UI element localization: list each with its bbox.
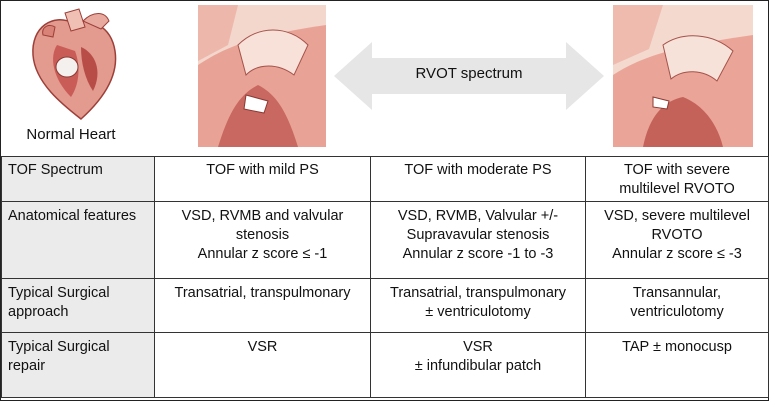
table-row: Anatomical features VSD, RVMB and valvul…	[1, 201, 769, 279]
row-label-repair: Typical Surgical repair	[1, 332, 155, 398]
table-cell: Transannular, ventriculotomy	[585, 278, 769, 333]
table-cell: VSD, RVMB and valvular stenosis Annular …	[154, 201, 371, 279]
header-cell-mild: TOF with mild PS	[154, 156, 371, 202]
header-cell-severe: TOF with severe multilevel RVOTO	[585, 156, 769, 202]
row-label-approach: Typical Surgical approach	[1, 278, 155, 333]
row-label-anatomical: Anatomical features	[1, 201, 155, 279]
table-cell: VSR ± infundibular patch	[370, 332, 586, 398]
table-cell: TAP ± monocusp	[585, 332, 769, 398]
normal-heart-label: Normal Heart	[26, 126, 116, 143]
table-cell: VSR	[154, 332, 371, 398]
table-cell: Transatrial, transpulmonary	[154, 278, 371, 333]
table-row: Typical Surgical approach Transatrial, t…	[1, 278, 769, 333]
tof-mild-ps-illustration	[198, 5, 326, 147]
table-header-row: TOF Spectrum TOF with mild PS TOF with m…	[1, 156, 769, 202]
table-row: Typical Surgical repair VSR VSR ± infund…	[1, 332, 769, 398]
rvot-spectrum-arrow	[334, 42, 604, 110]
illustration-strip: Normal Heart RVOT spectrum	[1, 1, 768, 156]
tof-severe-rvoto-illustration	[613, 5, 753, 147]
header-cell-moderate: TOF with moderate PS	[370, 156, 586, 202]
normal-heart-illustration	[32, 8, 117, 120]
table-cell: Transatrial, transpulmonary ± ventriculo…	[370, 278, 586, 333]
rvot-spectrum-label: RVOT spectrum	[415, 65, 523, 82]
tof-spectrum-table: TOF Spectrum TOF with mild PS TOF with m…	[1, 156, 769, 398]
header-cell-spectrum: TOF Spectrum	[1, 156, 155, 202]
table-cell: VSD, severe multilevel RVOTO Annular z s…	[585, 201, 769, 279]
table-cell: VSD, RVMB, Valvular +/- Supravavular ste…	[370, 201, 586, 279]
